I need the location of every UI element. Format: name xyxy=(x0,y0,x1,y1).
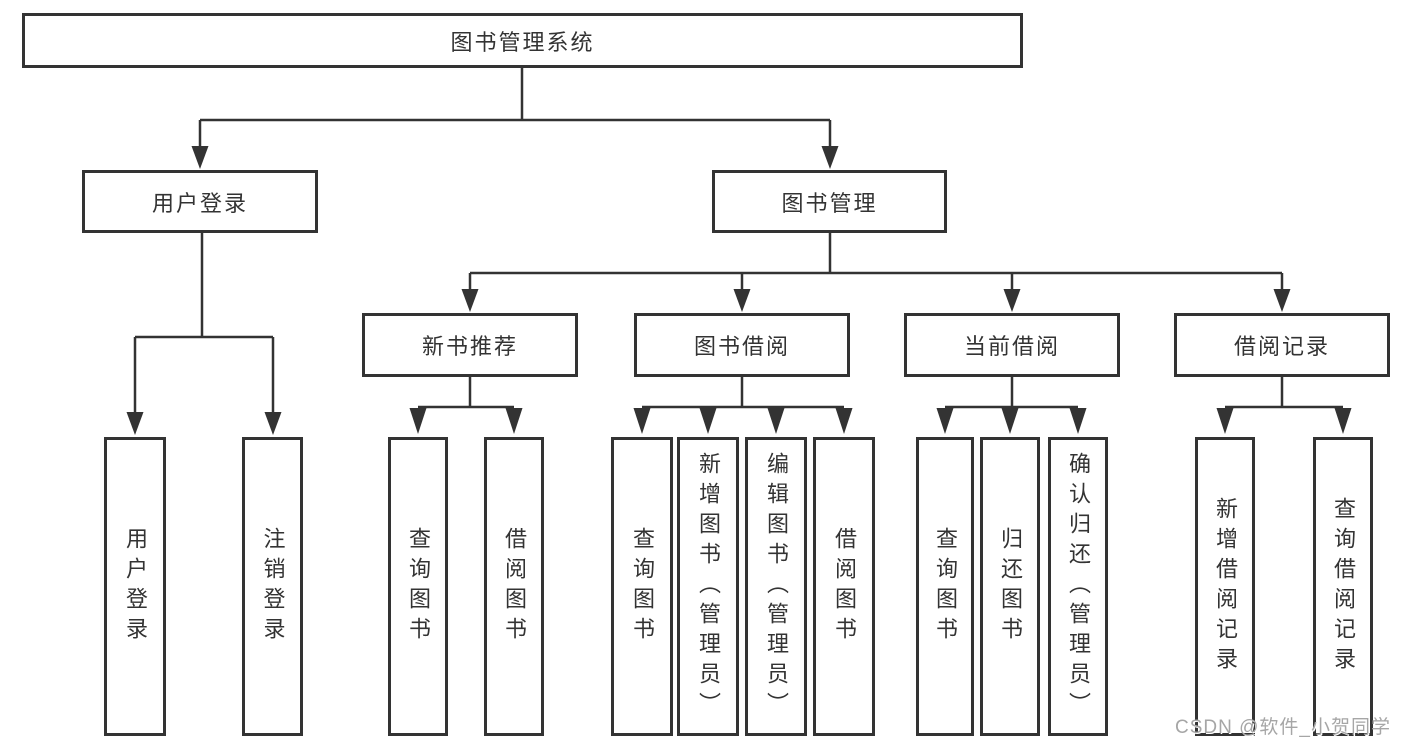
node-logout-leaf: 注销登录 xyxy=(242,437,303,736)
node-recommend-borrow-books: 借阅图书 xyxy=(484,437,544,736)
node-borrowing-query-books: 查询图书 xyxy=(611,437,673,736)
node-current-borrowing-label: 当前借阅 xyxy=(963,334,1060,359)
node-user-login: 用户登录 xyxy=(82,170,318,233)
node-borrowing-add-books-admin-label: 新增图书（管理员） xyxy=(696,451,721,722)
node-book-borrowing: 图书借阅 xyxy=(634,313,850,377)
node-current-confirm-return-admin-label: 确认归还（管理员） xyxy=(1066,451,1091,722)
node-recommend-query-books: 查询图书 xyxy=(388,437,448,736)
node-records-query-record-label: 查询借阅记录 xyxy=(1331,496,1356,677)
node-records-add-record: 新增借阅记录 xyxy=(1195,437,1255,736)
node-current-query-books: 查询图书 xyxy=(916,437,974,736)
node-current-borrowing: 当前借阅 xyxy=(904,313,1120,377)
node-recommend-borrow-books-label: 借阅图书 xyxy=(502,526,527,647)
node-borrowing-records-label: 借阅记录 xyxy=(1233,334,1330,359)
node-current-return-books: 归还图书 xyxy=(980,437,1040,736)
node-borrowing-query-books-label: 查询图书 xyxy=(630,526,655,647)
node-user-login-leaf-label: 用户登录 xyxy=(123,526,148,647)
node-recommend-query-books-label: 查询图书 xyxy=(406,526,431,647)
node-book-management: 图书管理 xyxy=(712,170,947,233)
node-root: 图书管理系统 xyxy=(22,13,1023,68)
node-root-label: 图书管理系统 xyxy=(450,29,595,55)
node-current-query-books-label: 查询图书 xyxy=(933,526,958,647)
node-new-book-recommend: 新书推荐 xyxy=(362,313,578,377)
node-current-confirm-return-admin: 确认归还（管理员） xyxy=(1048,437,1108,736)
node-records-add-record-label: 新增借阅记录 xyxy=(1213,496,1238,677)
node-records-query-record: 查询借阅记录 xyxy=(1313,437,1373,736)
node-borrowing-records: 借阅记录 xyxy=(1174,313,1390,377)
arrowheads xyxy=(126,146,1352,435)
node-logout-leaf-label: 注销登录 xyxy=(260,526,286,647)
node-user-login-label: 用户登录 xyxy=(151,190,248,216)
node-borrowing-edit-books-admin-label: 编辑图书（管理员） xyxy=(764,451,789,722)
csdn-watermark: CSDN @软件_小贺同学 xyxy=(1175,717,1391,738)
node-borrowing-edit-books-admin: 编辑图书（管理员） xyxy=(745,437,807,736)
node-book-management-label: 图书管理 xyxy=(781,190,878,216)
node-new-book-recommend-label: 新书推荐 xyxy=(421,334,518,359)
node-borrowing-add-books-admin: 新增图书（管理员） xyxy=(677,437,739,736)
node-book-borrowing-label: 图书借阅 xyxy=(693,334,790,359)
node-user-login-leaf: 用户登录 xyxy=(104,437,166,736)
node-borrowing-borrow-books-label: 借阅图书 xyxy=(832,526,857,647)
node-current-return-books-label: 归还图书 xyxy=(998,526,1023,647)
node-borrowing-borrow-books: 借阅图书 xyxy=(813,437,875,736)
